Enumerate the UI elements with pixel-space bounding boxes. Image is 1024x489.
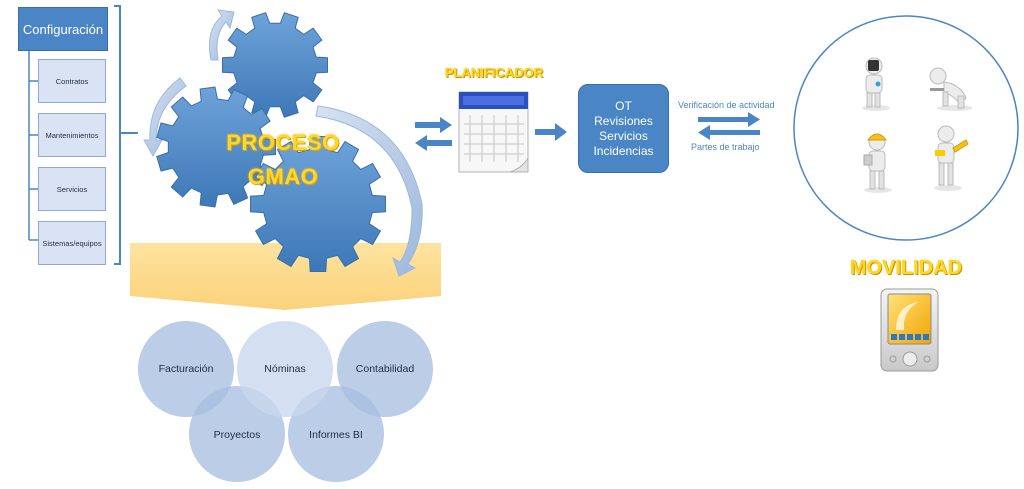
process-title-line2: GMAO [247, 164, 319, 189]
planner-arrows [415, 117, 452, 151]
process-gears [156, 12, 386, 272]
module-circle-nominas [237, 321, 333, 417]
painter-figure [934, 125, 969, 191]
ot-line-servicios: Servicios [599, 128, 648, 143]
module-circles [138, 321, 433, 482]
module-label-proyectos: Proyectos [213, 429, 261, 441]
welder-figure [862, 57, 890, 111]
calendar-icon [458, 91, 529, 173]
ot-line-revisiones: Revisiones [594, 113, 653, 128]
mobility-circle [793, 15, 1019, 241]
gear-large [250, 136, 386, 272]
process-title-line1: PROCESO [226, 130, 340, 155]
cycle-arrows [143, 9, 423, 277]
module-circle-facturacion [138, 321, 234, 417]
gear-top [222, 12, 328, 118]
config-brace [114, 5, 138, 265]
ot-line-ot: OT [615, 98, 632, 113]
planner-to-ot-arrow [535, 123, 567, 141]
mechanic-figure [929, 67, 973, 111]
engineer-figure [863, 133, 892, 193]
gear-left-body [156, 86, 276, 208]
config-title-box: Configuración [18, 7, 108, 51]
module-circle-contabilidad [337, 321, 433, 417]
mobility-flow-arrows [698, 112, 760, 140]
gear-top-body [222, 12, 328, 118]
ot-line-incidencias: Incidencias [593, 143, 654, 158]
module-label-informes: Informes BI [309, 429, 363, 441]
config-item-servicios: Servicios [38, 167, 106, 211]
mobility-label: MOVILIDAD [849, 257, 963, 279]
gear-left [156, 86, 276, 208]
flow-label-verificacion: Verificación de actividad [678, 100, 775, 110]
flow-label-partes: Partes de trabajo [691, 142, 760, 152]
gear-large-body [250, 136, 386, 272]
module-label-facturacion: Facturación [158, 363, 214, 375]
process-band [130, 243, 441, 310]
config-connectors [28, 51, 38, 241]
config-item-mantenimientos: Mantenimientos [38, 113, 106, 157]
config-item-sistemas: Sistemas/equipos [38, 221, 106, 265]
module-label-contabilidad: Contabilidad [355, 363, 415, 375]
module-circle-informes [288, 386, 384, 482]
config-item-contratos: Contratos [38, 59, 106, 103]
module-label-nominas: Nóminas [264, 363, 306, 375]
ot-box: OT Revisiones Servicios Incidencias [578, 84, 669, 173]
planner-label: PLANIFICADOR [444, 65, 544, 80]
pda-device-icon [880, 288, 939, 372]
